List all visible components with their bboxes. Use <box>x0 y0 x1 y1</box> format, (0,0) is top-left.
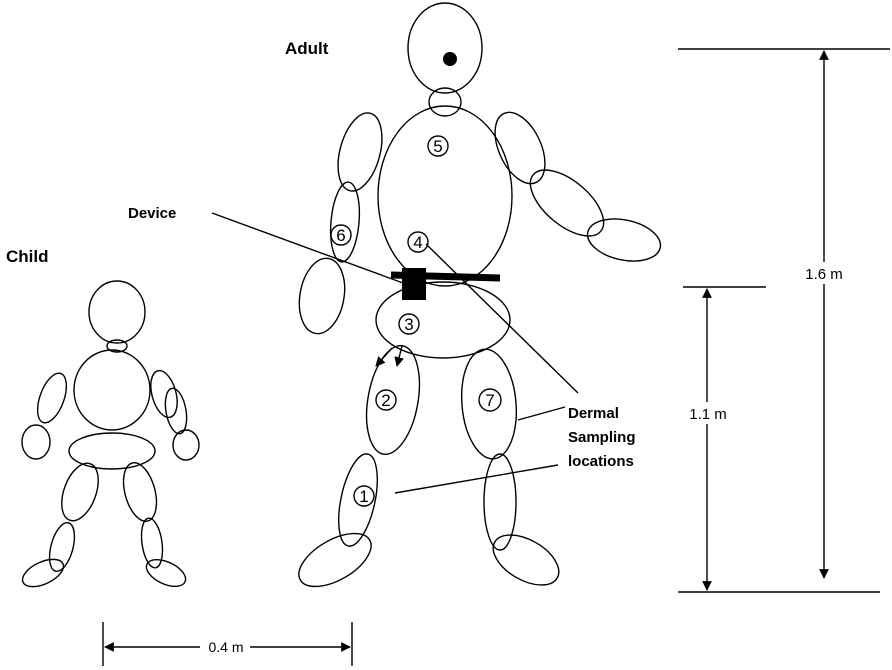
head-dot <box>443 52 457 66</box>
height-dimension-adult: 1.6 m <box>678 49 890 592</box>
sampling-marker-1-label: 1 <box>359 487 368 506</box>
adult-right-foot <box>485 525 567 596</box>
dermal-label-line-1: Dermal <box>568 405 619 422</box>
width-label: 0.4 m <box>208 639 243 655</box>
sampling-marker-5-label: 5 <box>433 137 442 156</box>
adult-left-shin <box>332 450 385 549</box>
child-left-upper-arm <box>32 369 72 426</box>
device-box <box>402 268 426 300</box>
child-right-thigh <box>118 459 163 525</box>
adult-right-forearm <box>519 158 615 248</box>
adult-right-upper-arm <box>485 105 555 192</box>
child-figure <box>18 281 199 592</box>
adult-head <box>408 3 482 93</box>
dermal-leader-torso <box>426 244 578 393</box>
child-right-hand <box>173 430 199 460</box>
dermal-label-line-3: locations <box>568 453 634 470</box>
dermal-label-line-2: Sampling <box>568 429 636 446</box>
adult-figure <box>290 3 664 597</box>
height-dimension-device: 1.1 m <box>682 287 766 590</box>
adult-torso <box>378 106 512 286</box>
width-dimension: 0.4 m <box>103 622 352 666</box>
marker-3-arrow-left <box>376 348 392 366</box>
device-label: Device <box>128 205 176 222</box>
child-torso <box>74 350 150 430</box>
adult-left-forearm <box>328 181 363 263</box>
adult-label: Adult <box>285 39 329 58</box>
adult-left-foot <box>290 523 379 598</box>
sampling-marker-6-label: 6 <box>336 226 345 245</box>
child-label: Child <box>6 247 49 266</box>
adult-left-hand <box>294 255 351 337</box>
device-height-label: 1.1 m <box>689 406 727 423</box>
sampling-marker-7-label: 7 <box>485 391 494 410</box>
child-right-shin <box>139 517 166 569</box>
adult-neck <box>429 88 461 116</box>
child-right-foot <box>142 554 189 592</box>
child-left-foot <box>18 554 67 593</box>
dermal-leader-thigh <box>518 407 565 420</box>
sampling-marker-4-label: 4 <box>413 233 422 252</box>
adult-right-hand <box>584 213 665 268</box>
adult-height-label: 1.6 m <box>805 266 843 283</box>
sampling-marker-3-label: 3 <box>404 315 413 334</box>
dermal-leader-shin <box>395 465 558 493</box>
child-head <box>89 281 145 343</box>
child-pelvis <box>69 433 155 469</box>
child-left-hand <box>22 425 50 459</box>
adult-left-thigh <box>359 341 427 458</box>
sampling-marker-2-label: 2 <box>381 391 390 410</box>
child-left-shin <box>45 520 79 574</box>
child-right-upper-arm <box>146 368 182 421</box>
adult-left-upper-arm <box>330 108 389 196</box>
